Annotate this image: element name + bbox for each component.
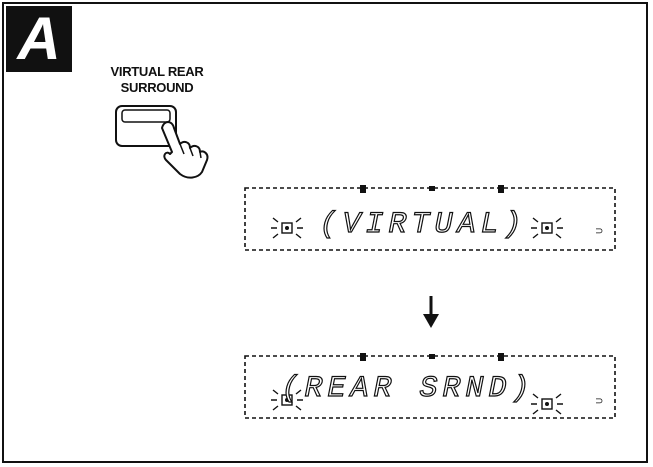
speaker-right-icon — [531, 394, 563, 414]
section-badge: A — [6, 6, 72, 72]
button-label: VIRTUAL REAR SURROUND — [92, 64, 222, 96]
display-before: ⊃ (VIRTUAL) — [243, 180, 618, 256]
arrow-down-icon — [419, 294, 443, 330]
display-text: (REAR SRND) — [281, 372, 534, 406]
button-label-line2: SURROUND — [92, 80, 222, 96]
press-button-with-hand-icon — [110, 100, 220, 180]
display-after: ⊃ (REAR SRND) — [243, 348, 618, 424]
display-text: (VIRTUAL) — [319, 208, 526, 242]
speaker-left-icon — [271, 218, 303, 238]
button-label-line1: VIRTUAL REAR — [92, 64, 222, 80]
svg-text:⊃: ⊃ — [595, 226, 603, 237]
svg-text:⊃: ⊃ — [595, 396, 603, 407]
speaker-right-icon — [531, 218, 563, 238]
